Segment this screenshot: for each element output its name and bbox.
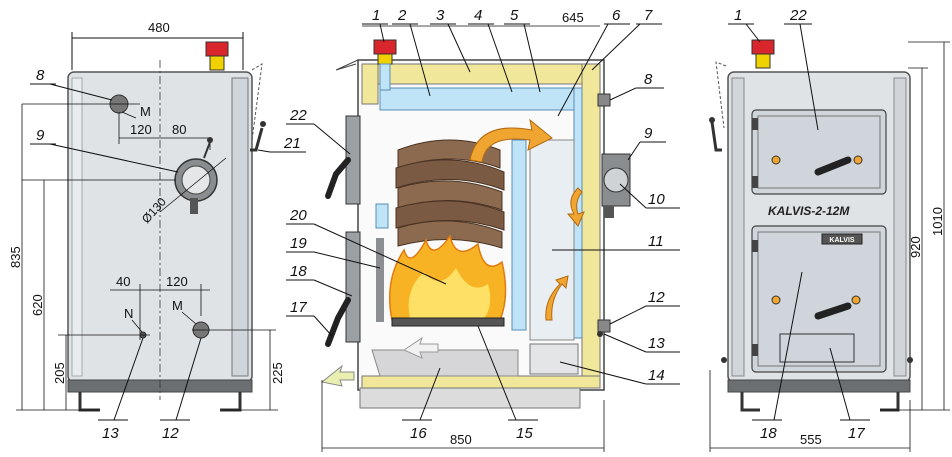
- safety-valve: [205, 41, 229, 57]
- dim-920: 920: [908, 236, 923, 258]
- callout-1-right: 1: [734, 7, 742, 24]
- callout-21: 21: [283, 135, 301, 152]
- dim-620: 620: [30, 294, 45, 316]
- callout-19: 19: [290, 235, 307, 252]
- grate: [391, 317, 505, 327]
- dim-120-bottom: 120: [166, 274, 188, 289]
- callout-4: 4: [474, 7, 482, 24]
- dim-80: 80: [172, 122, 186, 137]
- callout-9-center: 9: [644, 125, 653, 142]
- firewood: [395, 139, 505, 249]
- model-label: KALVIS-2-12M: [768, 204, 850, 218]
- upper-door-handle[interactable]: [814, 156, 852, 176]
- letter-M-top: M: [140, 104, 151, 119]
- callout-13-left: 13: [102, 425, 119, 442]
- callout-11: 11: [648, 233, 664, 250]
- callout-22-center: 22: [289, 107, 307, 124]
- heat-exchanger-wall: [511, 139, 527, 331]
- section-view: 6 4 5: [286, 7, 680, 452]
- callout-2: 2: [397, 7, 407, 24]
- callout-12-center: 12: [648, 289, 665, 306]
- dim-40: 40: [116, 274, 130, 289]
- ash-tray: [371, 349, 519, 377]
- flow-port: [597, 93, 611, 107]
- letter-N: N: [124, 306, 133, 321]
- dim-555: 555: [800, 432, 822, 447]
- callout-17-right: 17: [848, 425, 865, 442]
- callout-18-right: 18: [760, 425, 777, 442]
- letter-M-bottom: M: [172, 298, 183, 313]
- callout-3: 3: [436, 7, 445, 24]
- ash-door: [345, 231, 361, 343]
- callout-8-left: 8: [36, 67, 45, 84]
- air-inlet-arrow: [320, 364, 355, 387]
- callout-9-left: 9: [36, 127, 45, 144]
- callout-7: 7: [644, 7, 653, 24]
- callout-12-left: 12: [162, 425, 179, 442]
- side-view: 480 8 M 120 80 9: [8, 20, 306, 442]
- return-port: [597, 319, 611, 333]
- hot-gas-arrow: [469, 118, 553, 163]
- dim-835: 835: [8, 246, 23, 268]
- ash-cleaning-box: [529, 343, 579, 375]
- callout-10: 10: [648, 191, 665, 208]
- callout-18-center: 18: [290, 263, 307, 280]
- callout-22-right: 22: [789, 7, 807, 24]
- callout-16: 16: [410, 425, 427, 442]
- dim-120-top: 120: [130, 122, 152, 137]
- dim-width-480: 480: [148, 20, 170, 35]
- callout-15: 15: [516, 425, 533, 442]
- dim-850: 850: [450, 432, 472, 447]
- callout-13-center: 13: [648, 335, 665, 352]
- insulation-side: [581, 63, 601, 377]
- water-jacket-top: [379, 87, 575, 111]
- callout-20: 20: [289, 207, 307, 224]
- dim-1010: 1010: [930, 207, 945, 236]
- air-damper[interactable]: [779, 333, 855, 363]
- insulation-top: [361, 63, 601, 85]
- upper-door[interactable]: [751, 109, 887, 195]
- callout-6: 6: [612, 7, 621, 24]
- callout-5: 5: [510, 7, 519, 24]
- brand-plate: KALVIS: [829, 237, 854, 244]
- section-base: [359, 387, 581, 409]
- dim-645: 645: [562, 10, 584, 25]
- lower-door-handle[interactable]: [814, 302, 852, 320]
- dim-225: 225: [270, 362, 285, 384]
- dim-205: 205: [52, 362, 67, 384]
- insulation-bottom: [361, 375, 601, 389]
- callout-8-center: 8: [644, 71, 653, 88]
- callout-14: 14: [648, 367, 665, 384]
- callout-17-center: 17: [290, 299, 307, 316]
- callout-1-center: 1: [372, 7, 380, 24]
- front-view: KALVIS-2-12M KALVIS 1 22 18 17 920 1010: [709, 7, 950, 452]
